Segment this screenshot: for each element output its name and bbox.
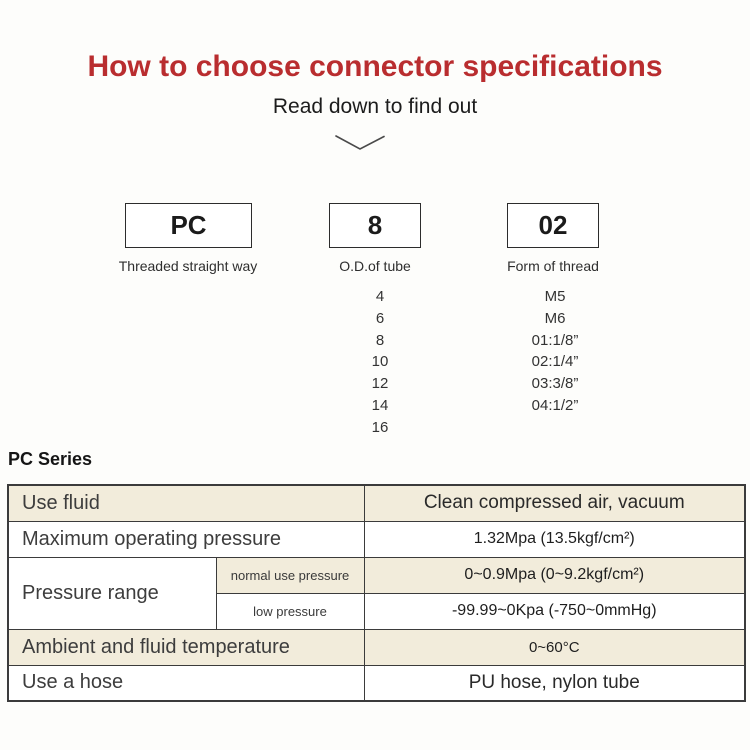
- row-label-low-pressure: low pressure: [215, 592, 365, 630]
- code-box-tube-od: 8: [329, 203, 421, 248]
- row-value-low-pressure: -99.99~0Kpa (-750~0mmHg): [363, 592, 746, 630]
- table-row: Ambient and fluid temperature 0~60°C: [7, 628, 746, 666]
- thread-form-option: 03:3/8”: [531, 375, 579, 393]
- code-box-thread-form: 02: [507, 203, 599, 248]
- table-row: low pressure -99.99~0Kpa (-750~0mmHg): [8, 592, 746, 630]
- thread-form-option: M5: [544, 288, 566, 305]
- thread-form-option: 01:1/8”: [531, 331, 579, 349]
- table-row: Pressure range normal use pressure 0~0.9…: [7, 556, 746, 630]
- row-value-temperature: 0~60°C: [363, 628, 746, 666]
- tube-od-option: 4: [375, 288, 385, 305]
- chevron-down-icon: [334, 133, 386, 158]
- row-value-use-fluid: Clean compressed air, vacuum: [363, 484, 746, 522]
- row-label-max-pressure: Maximum operating pressure: [7, 520, 365, 558]
- tube-od-box-label: O.D.of tube: [339, 258, 411, 274]
- tube-od-option: 16: [371, 418, 389, 436]
- row-value-hose: PU hose, nylon tube: [363, 664, 746, 702]
- row-value-normal-pressure: 0~0.9Mpa (0~9.2kgf/cm²): [363, 556, 746, 594]
- thread-form-options: M5 M6 01:1/8” 02:1/4” 03:3/8” 04:1/2”: [480, 286, 630, 417]
- code-box-series: PC: [125, 203, 252, 248]
- tube-od-options: 4 6 8 10 12 14 16: [330, 286, 430, 439]
- thread-form-option: M6: [544, 309, 566, 327]
- tube-od-option: 8: [375, 331, 385, 349]
- series-box-label: Threaded straight way: [118, 258, 258, 274]
- row-label-pressure-range: Pressure range: [7, 556, 217, 630]
- row-label-temperature: Ambient and fluid temperature: [7, 628, 365, 666]
- thread-form-option: 04:1/2”: [531, 396, 579, 414]
- tube-od-option: 14: [371, 396, 389, 414]
- thread-form-option: 02:1/4”: [531, 353, 579, 371]
- table-row: Use fluid Clean compressed air, vacuum: [7, 484, 746, 522]
- row-label-hose: Use a hose: [7, 664, 365, 702]
- table-row: Maximum operating pressure 1.32Mpa (13.5…: [7, 520, 746, 558]
- tube-od-option: 10: [371, 353, 389, 371]
- spec-table: Use fluid Clean compressed air, vacuum M…: [7, 484, 746, 702]
- page-title: How to choose connector specifications: [87, 50, 663, 83]
- tube-od-option: 6: [375, 309, 385, 327]
- series-heading: PC Series: [8, 449, 93, 469]
- row-value-max-pressure: 1.32Mpa (13.5kgf/cm²): [363, 520, 746, 558]
- page-subtitle: Read down to find out: [272, 95, 478, 118]
- thread-form-box-label: Form of thread: [507, 258, 599, 274]
- row-label-use-fluid: Use fluid: [7, 484, 365, 522]
- table-row: Use a hose PU hose, nylon tube: [7, 664, 746, 702]
- tube-od-option: 12: [371, 375, 389, 393]
- row-label-normal-pressure: normal use pressure: [215, 556, 365, 594]
